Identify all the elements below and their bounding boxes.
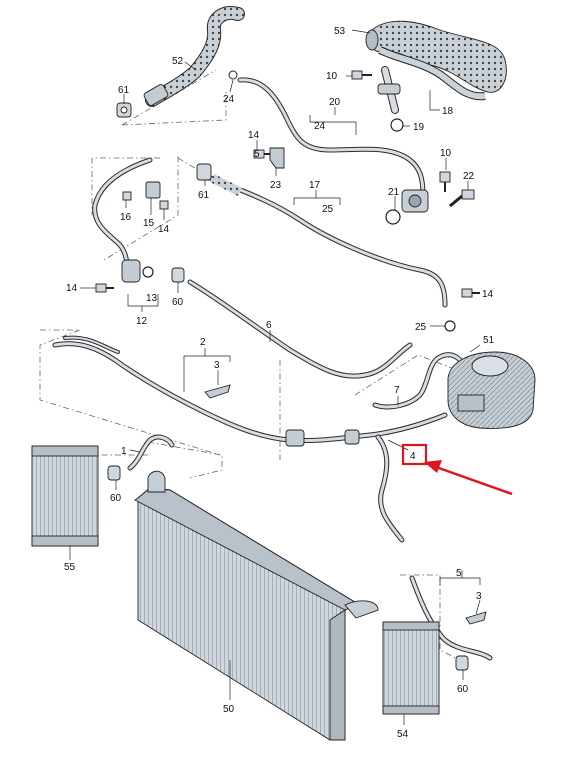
callout-12: 12 bbox=[136, 316, 148, 327]
coolant-pipe-manifold-53 bbox=[365, 20, 507, 101]
coolant-line-2 bbox=[52, 335, 448, 447]
bolt-14-left bbox=[95, 283, 114, 293]
callout-24-top: 24 bbox=[223, 94, 235, 105]
callout-10-right: 10 bbox=[440, 148, 452, 159]
bolt-16 bbox=[122, 191, 132, 201]
callout-23: 23 bbox=[270, 180, 282, 191]
bolt-14-small bbox=[159, 200, 169, 210]
coolant-hose-52 bbox=[143, 6, 245, 107]
callout-60-upper: 60 bbox=[172, 297, 184, 308]
callout-19: 19 bbox=[413, 122, 425, 133]
callout-6: 6 bbox=[266, 320, 272, 331]
callout-53: 53 bbox=[334, 26, 346, 37]
coolant-line-17 bbox=[207, 173, 448, 308]
callout-20: 20 bbox=[329, 97, 341, 108]
callout-60-left: 60 bbox=[110, 493, 122, 504]
callout-10-top: 10 bbox=[326, 71, 338, 82]
callout-2: 2 bbox=[200, 337, 206, 348]
callout-1: 1 bbox=[121, 446, 127, 457]
bracket-23 bbox=[269, 147, 285, 169]
clamp-60-upper bbox=[171, 267, 185, 283]
clamp-61-top bbox=[116, 102, 132, 118]
highlight-box bbox=[401, 443, 428, 466]
coolant-pipe-18 bbox=[377, 66, 401, 114]
callout-25-mid: 25 bbox=[322, 204, 334, 215]
bolt-10-top bbox=[351, 70, 372, 80]
callout-51: 51 bbox=[483, 335, 495, 346]
bolt-14-right bbox=[461, 288, 480, 298]
callout-7: 7 bbox=[394, 385, 400, 396]
bolt-22 bbox=[449, 189, 475, 208]
coolant-hose-1 bbox=[127, 434, 175, 471]
callout-14-left: 14 bbox=[66, 283, 78, 294]
callout-17: 17 bbox=[309, 180, 321, 191]
clip-3-upper bbox=[204, 384, 231, 399]
coolant-line-6 bbox=[187, 279, 413, 379]
callout-61-mid: 61 bbox=[198, 190, 210, 201]
coolant-pipe-12 bbox=[92, 157, 153, 283]
callout-4[interactable]: 4 bbox=[410, 451, 416, 462]
callout-21: 21 bbox=[388, 187, 400, 198]
callout-60-right: 60 bbox=[457, 684, 469, 695]
callout-22: 22 bbox=[463, 171, 475, 182]
coolant-hose-4 bbox=[375, 434, 405, 543]
callout-52: 52 bbox=[172, 56, 184, 67]
callout-14-small: 14 bbox=[158, 224, 170, 235]
auxiliary-radiator-54 bbox=[382, 621, 440, 715]
o-ring-13-icon bbox=[142, 266, 154, 278]
callout-24-mid: 24 bbox=[314, 121, 326, 132]
bracket-15 bbox=[145, 181, 161, 199]
o-ring-25-icon bbox=[444, 320, 456, 332]
bolt-10-right bbox=[439, 171, 451, 192]
callout-61-top: 61 bbox=[118, 85, 130, 96]
valve-21 bbox=[401, 189, 429, 213]
callout-55: 55 bbox=[64, 562, 76, 573]
callout-25-lower: 25 bbox=[415, 322, 427, 333]
callout-5-lower: 5 bbox=[456, 568, 462, 579]
o-ring-24-icon bbox=[228, 70, 238, 80]
callout-3-lower: 3 bbox=[476, 591, 482, 602]
o-ring-21-icon bbox=[385, 209, 401, 225]
leader-lines bbox=[69, 29, 481, 725]
callout-labels: 53 52 10 61 24 20 24 18 19 14 5 10 22 23… bbox=[64, 26, 513, 740]
callout-15: 15 bbox=[143, 218, 155, 229]
callout-18: 18 bbox=[442, 106, 454, 117]
clip-3-lower bbox=[465, 611, 487, 625]
coolant-hose-7 bbox=[372, 352, 463, 410]
clamp-60-right bbox=[455, 655, 469, 671]
callout-3-upper: 3 bbox=[214, 360, 220, 371]
auxiliary-radiator-55 bbox=[31, 445, 99, 547]
o-ring-19-icon bbox=[390, 118, 404, 132]
callout-50: 50 bbox=[223, 704, 235, 715]
coolant-hose-5 bbox=[409, 575, 493, 661]
highlight-arrow bbox=[424, 460, 513, 496]
callout-14-top: 14 bbox=[248, 130, 260, 141]
callout-13: 13 bbox=[146, 293, 158, 304]
coolant-expansion-tank-51 bbox=[447, 351, 536, 429]
coolant-line-20 bbox=[237, 77, 426, 198]
callout-5-small: 5 bbox=[254, 149, 260, 160]
callout-16: 16 bbox=[120, 212, 132, 223]
callout-14-right: 14 bbox=[482, 289, 494, 300]
main-radiator-50 bbox=[134, 470, 379, 741]
callout-54: 54 bbox=[397, 729, 409, 740]
clamp-60-left bbox=[107, 465, 121, 481]
clamp-61-mid bbox=[196, 163, 212, 181]
